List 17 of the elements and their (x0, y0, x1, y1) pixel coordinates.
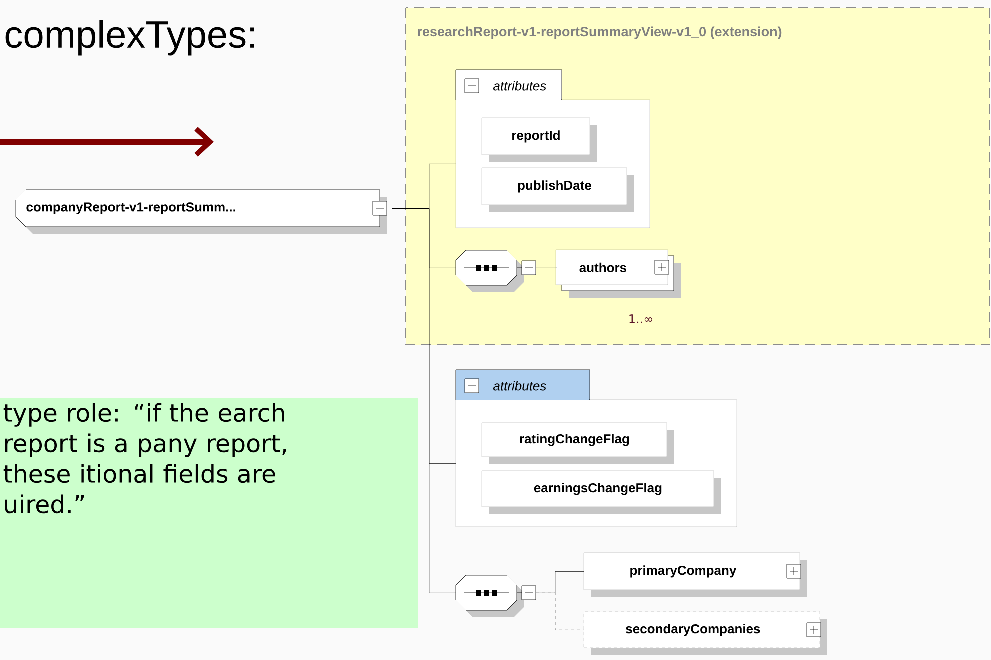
connector (392, 208, 456, 594)
node-label: attributes (494, 381, 546, 391)
node-label: attributes (494, 81, 546, 91)
sequence-compositor (456, 575, 536, 618)
element-box: companyReport-v1-reportSumm... (16, 190, 388, 234)
occurrence-label: 1..∞ (630, 314, 652, 324)
attribute-box: reportId (482, 118, 597, 162)
element-box: secondaryCompanies (584, 612, 827, 655)
sequence-compositor (456, 250, 536, 292)
attribute-box: earningsChangeFlag (482, 471, 721, 514)
title: complexTypes: (6, 20, 254, 56)
connector (536, 593, 584, 630)
attribute-box: publishDate (482, 168, 634, 212)
element-box: authors (556, 250, 681, 298)
note-box: type role: “if the earch report is a pany report, these itional fields are uired.” (0, 398, 418, 628)
attribute-box: ratingChangeFlag (482, 423, 674, 464)
element-box: primaryCompany (584, 553, 807, 597)
